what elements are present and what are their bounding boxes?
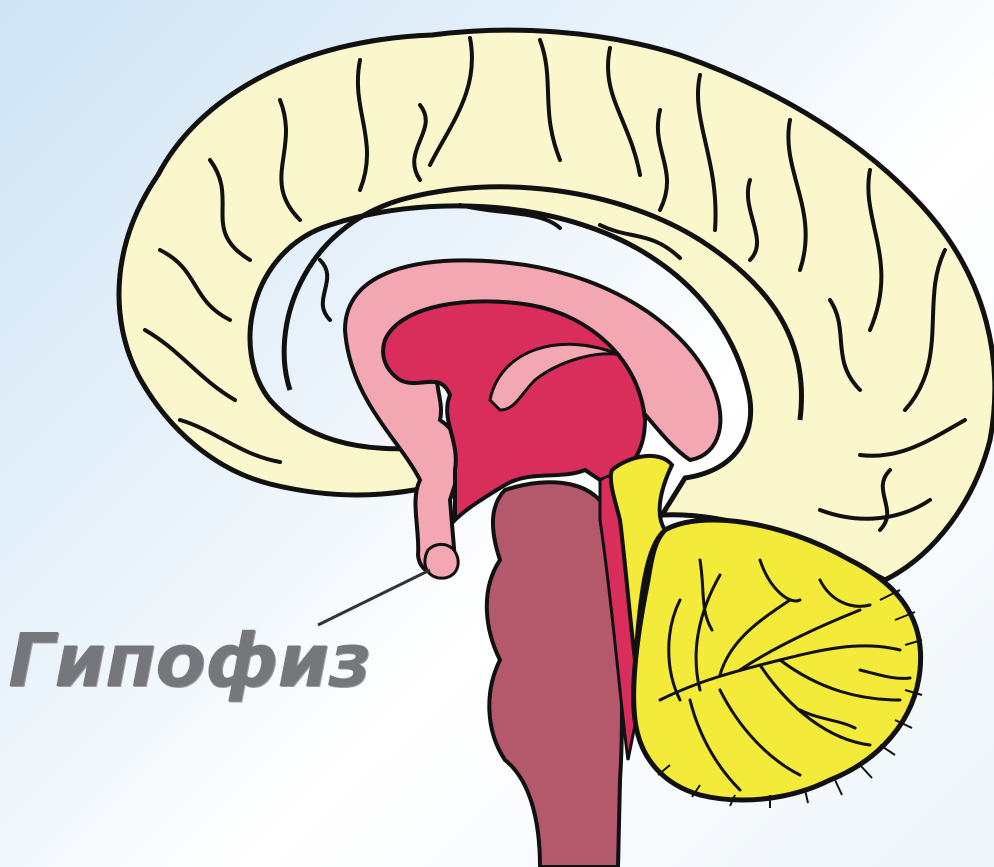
pituitary-label: Гипофиз xyxy=(8,618,370,704)
pituitary-leader-line xyxy=(318,570,430,625)
pituitary-gland xyxy=(425,544,458,578)
